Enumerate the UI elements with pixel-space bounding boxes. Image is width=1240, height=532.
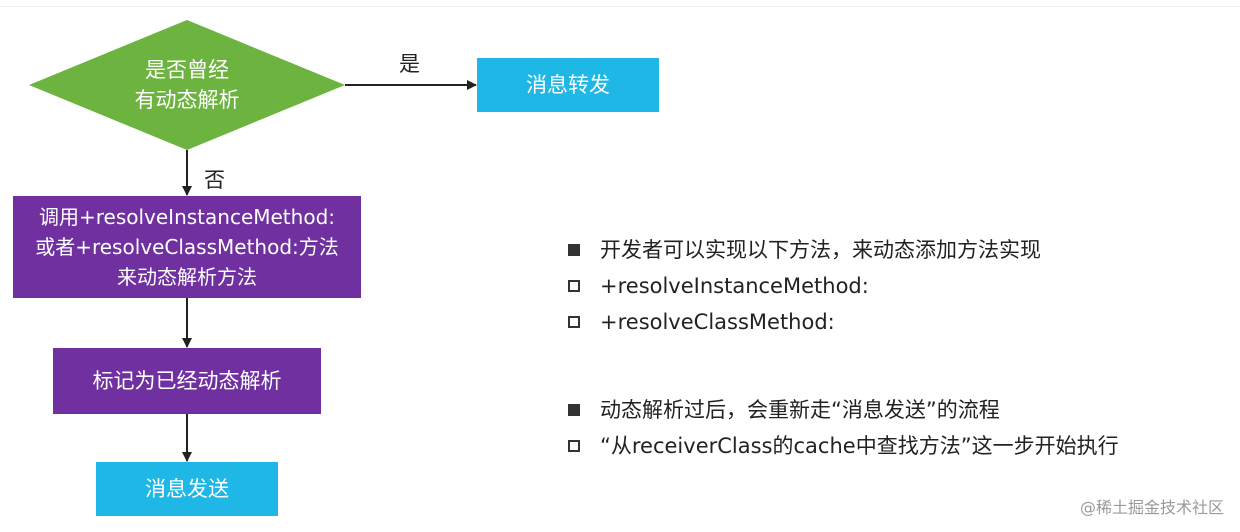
forward-label: 消息转发 bbox=[526, 73, 610, 97]
filled-square-bullet-icon bbox=[568, 244, 580, 256]
no-label: 否 bbox=[204, 168, 225, 192]
mark-box bbox=[53, 348, 321, 414]
watermark: @稀土掘金技术社区 bbox=[1079, 498, 1224, 517]
filled-square-bullet-icon bbox=[568, 404, 580, 416]
note-item: 动态解析过后，会重新走“消息发送”的流程 bbox=[568, 392, 1119, 428]
send-label: 消息发送 bbox=[145, 477, 229, 501]
hollow-square-bullet-icon bbox=[568, 316, 580, 328]
note-item: +resolveInstanceMethod: bbox=[568, 268, 1041, 304]
decision-label: 是否曾经 有动态解析 bbox=[134, 58, 240, 112]
notes-group-1: 开发者可以实现以下方法，来动态添加方法实现 +resolveInstanceMe… bbox=[568, 232, 1041, 340]
hollow-square-bullet-icon bbox=[568, 280, 580, 292]
send-box bbox=[96, 462, 278, 516]
notes-group-2: 动态解析过后，会重新走“消息发送”的流程 “从receiverClass的cac… bbox=[568, 392, 1119, 464]
note-text: 开发者可以实现以下方法，来动态添加方法实现 bbox=[600, 238, 1041, 262]
hollow-square-bullet-icon bbox=[568, 440, 580, 452]
note-text: +resolveInstanceMethod: bbox=[600, 274, 869, 298]
yes-label: 是 bbox=[399, 52, 420, 76]
note-item: 开发者可以实现以下方法，来动态添加方法实现 bbox=[568, 232, 1041, 268]
note-item: +resolveClassMethod: bbox=[568, 304, 1041, 340]
note-item: “从receiverClass的cache中查找方法”这一步开始执行 bbox=[568, 428, 1119, 464]
top-divider bbox=[0, 6, 1240, 7]
call-resolve-label: 调用+resolveInstanceMethod: 或者+resolveClas… bbox=[35, 205, 339, 289]
decision-diamond bbox=[29, 20, 345, 150]
mark-label: 标记为已经动态解析 bbox=[92, 369, 282, 393]
note-text: +resolveClassMethod: bbox=[600, 310, 835, 334]
call-resolve-box bbox=[13, 196, 361, 298]
note-text: “从receiverClass的cache中查找方法”这一步开始执行 bbox=[600, 434, 1119, 458]
note-text: 动态解析过后，会重新走“消息发送”的流程 bbox=[600, 398, 1000, 422]
forward-box bbox=[477, 58, 659, 112]
